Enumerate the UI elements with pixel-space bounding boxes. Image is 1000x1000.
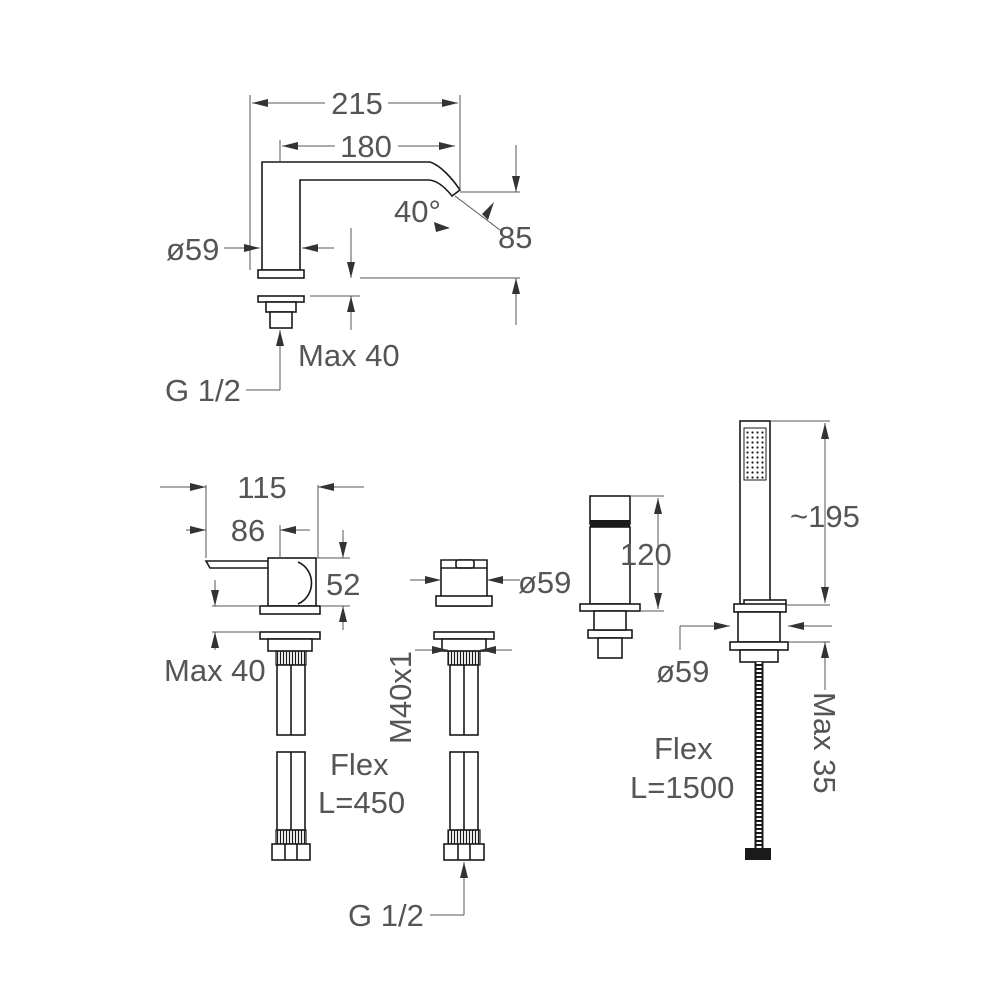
- mixer-lever: [204, 560, 273, 569]
- mixer-flange: [259, 631, 321, 640]
- holder-height-label: 120: [620, 537, 672, 572]
- mixer-max-label: Max 40: [164, 653, 266, 688]
- spout-flange: [257, 295, 305, 303]
- shower-holder-view: 120: [579, 495, 672, 659]
- spout-height-label: 85: [498, 220, 532, 255]
- mixer-flex-label: Flex: [330, 747, 389, 782]
- mixer-flex-length-label: L=450: [318, 785, 405, 820]
- spout-max-label: Max 40: [298, 338, 400, 373]
- hand-shower-max-label: Max 35: [807, 692, 842, 794]
- hand-shower-view: ~195 ø59 Max 35 Flex L=1500: [630, 420, 860, 860]
- mixer-lever-label: 86: [231, 513, 265, 548]
- mixer-knurl: [275, 650, 307, 666]
- spout-angle-label: 40°: [394, 194, 441, 229]
- holder-head: [589, 495, 631, 525]
- hand-shower-flex-label: Flex: [654, 731, 713, 766]
- diverter-flange: [433, 631, 495, 640]
- spout-view: 215 180 40° 85 ø59 Max 40: [165, 86, 532, 408]
- spout-reach-label: 180: [340, 129, 392, 164]
- mixer-height-label: 52: [326, 567, 360, 602]
- mixer-hose-nut: [271, 843, 311, 861]
- hand-shower-flange: [729, 641, 789, 651]
- spout-shank: [269, 311, 293, 329]
- mixer-base-ring: [259, 605, 321, 615]
- mixer-body: [267, 557, 317, 607]
- mixer-view: 115 86 52 Max 40 Flex L=450: [160, 470, 405, 861]
- hand-shower-height-label: ~195: [790, 499, 860, 534]
- diverter-knurl: [447, 650, 481, 666]
- hand-shower-base: [733, 603, 787, 613]
- diverter-knob: [455, 559, 475, 569]
- diverter-connection-label: G 1/2: [348, 898, 424, 933]
- diverter-diameter-label: ø59: [518, 565, 571, 600]
- hand-shower-spray-face: [743, 427, 767, 481]
- hand-shower-flex-length-label: L=1500: [630, 770, 734, 805]
- spout-nut: [265, 301, 297, 313]
- mixer-width-label: 115: [237, 470, 286, 505]
- hand-shower-diameter-label: ø59: [656, 654, 709, 689]
- spout-width-label: 215: [331, 86, 383, 121]
- hand-shower-hose-end: [745, 848, 771, 860]
- spout-connection-label: G 1/2: [165, 373, 241, 408]
- spout-base-ring: [257, 269, 305, 279]
- holder-base: [579, 603, 641, 612]
- diverter-view: ø59 M40x1 G 1/2: [348, 559, 571, 933]
- diverter-thread-label: M40x1: [383, 651, 418, 744]
- holder-shank: [597, 637, 623, 659]
- spout-diameter-label: ø59: [166, 232, 219, 267]
- diverter-hose-nut: [443, 843, 485, 861]
- spout-body: [261, 161, 462, 271]
